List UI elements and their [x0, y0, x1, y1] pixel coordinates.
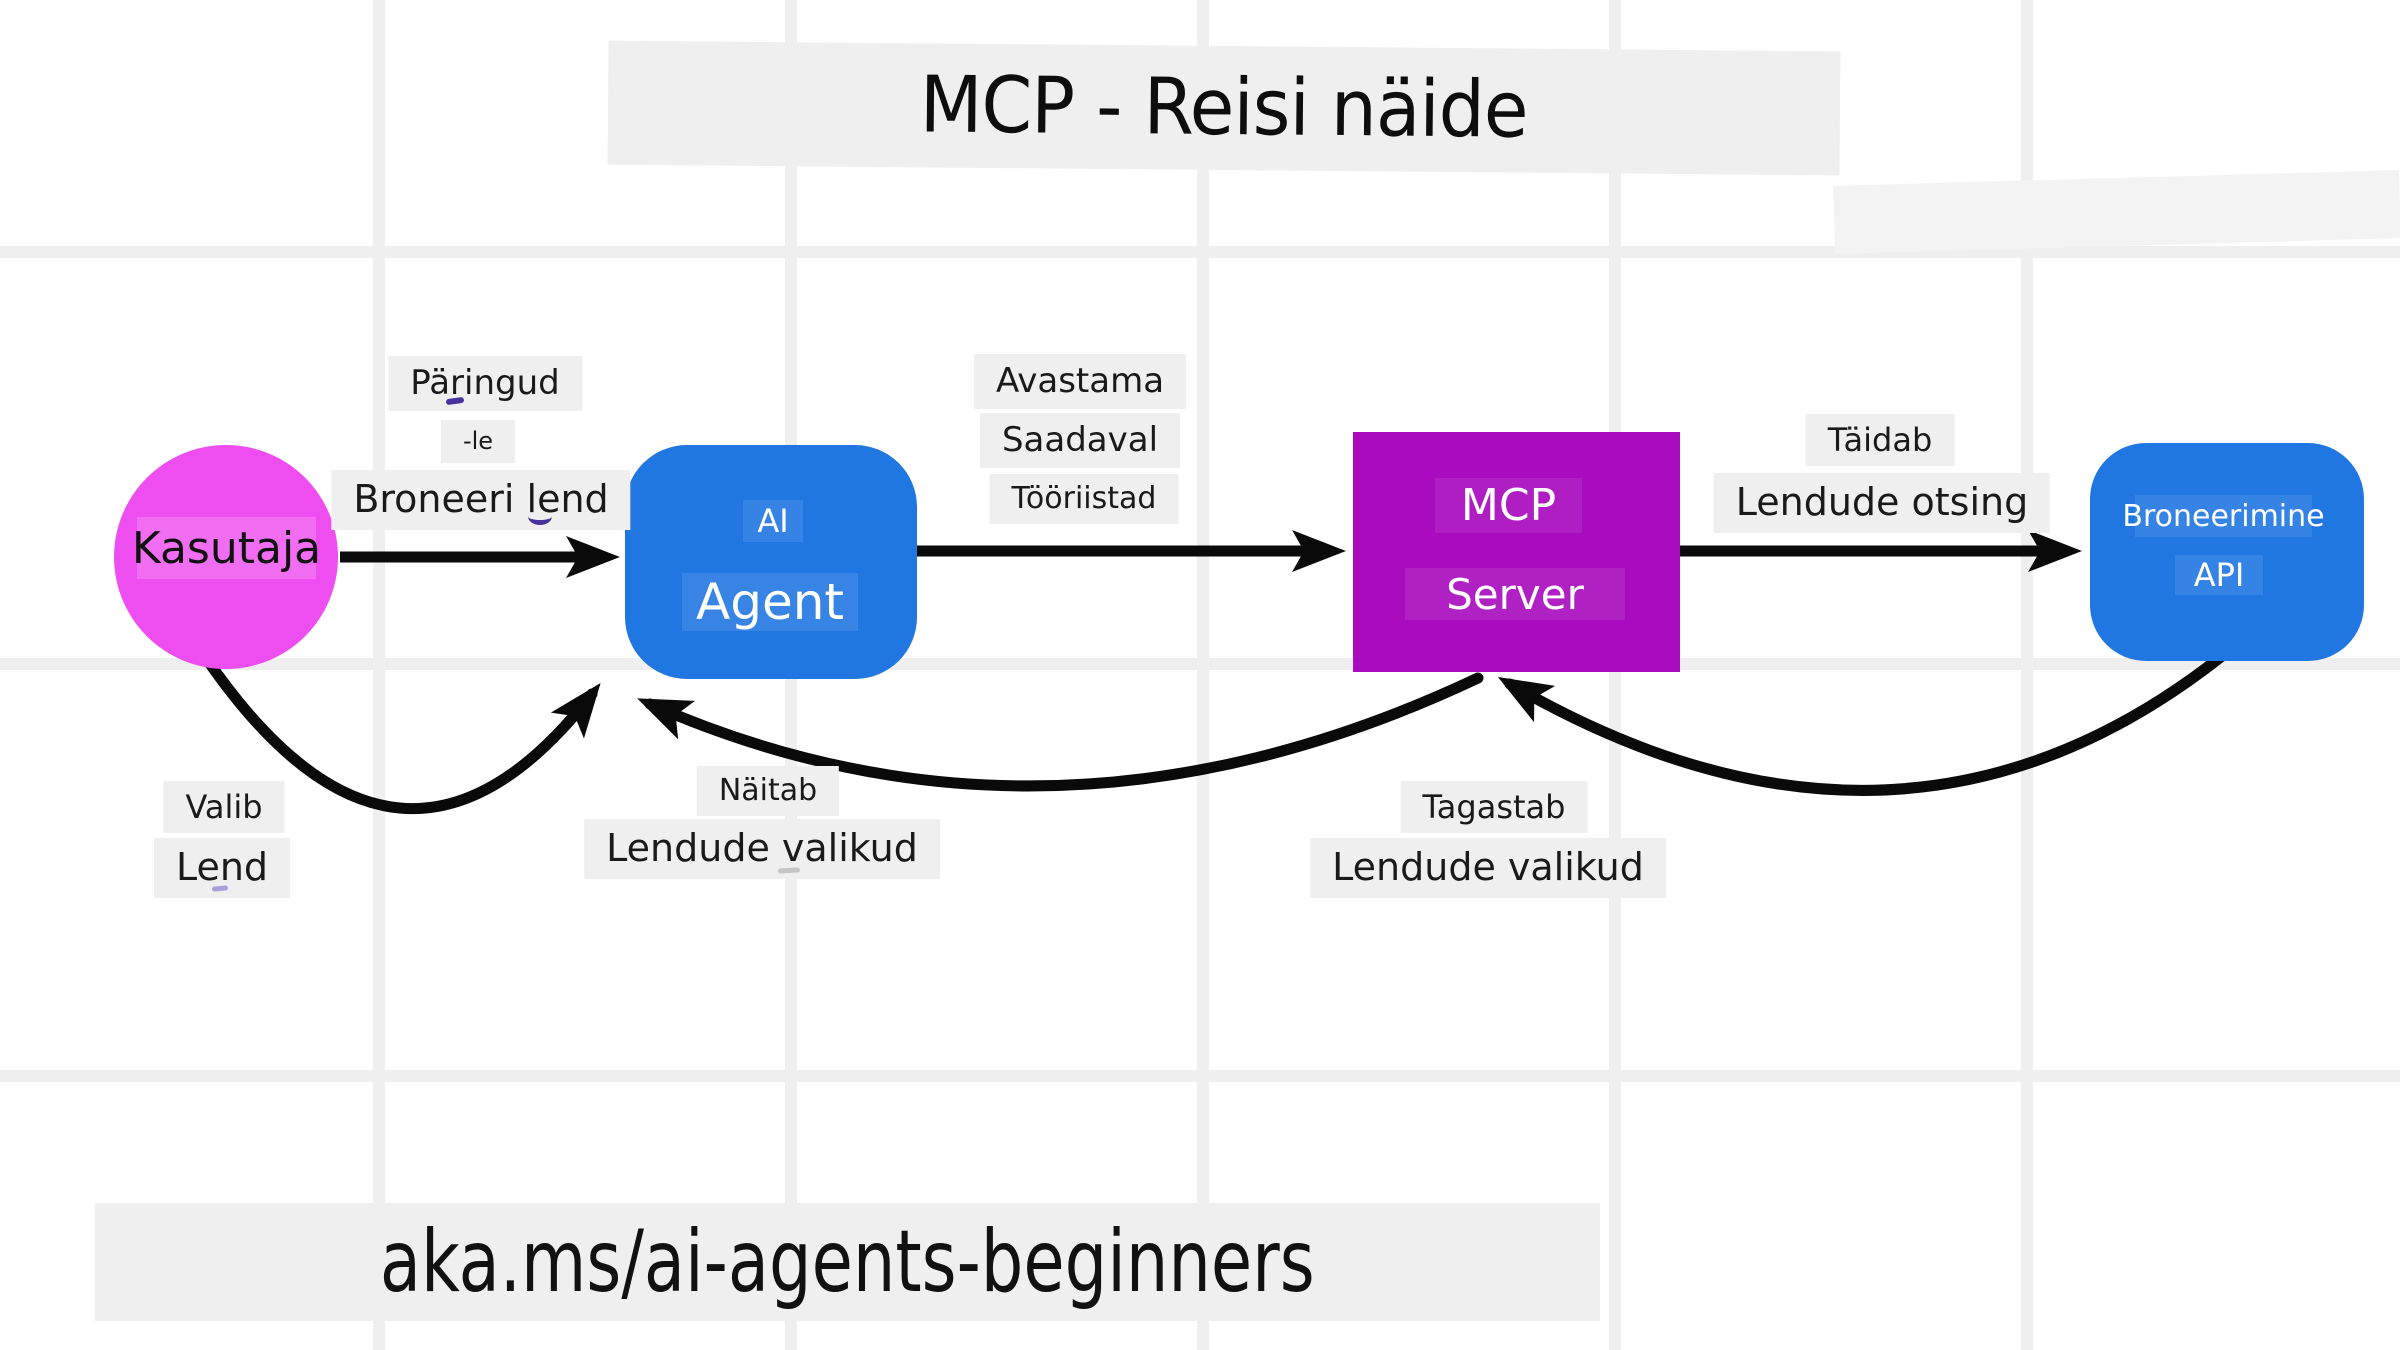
node-mcp-server-line1: MCP: [1435, 478, 1582, 533]
edge-label-tagastab: Tagastab: [1400, 781, 1588, 834]
arrow-mcp-return-curve: [637, 672, 1484, 792]
edge-label-avastama: Avastama: [973, 354, 1187, 409]
edge-label-paringud: Päringud: [388, 356, 582, 411]
node-kasutaja: Kasutaja: [114, 445, 338, 669]
edge-label-lendude-otsing: Lendude otsing: [1713, 473, 2051, 533]
footer-link-text: aka.ms/ai-agents-beginners: [380, 1212, 1315, 1312]
node-mcp-server: MCP Server: [1353, 432, 1680, 672]
node-broneerimine-api-line1: Broneerimine: [2122, 495, 2325, 537]
arrow-user-select-curve: [200, 652, 601, 815]
footer-band: aka.ms/ai-agents-beginners: [95, 1203, 1600, 1321]
edge-label-le: -le: [440, 420, 516, 463]
edge-label-lendude-valikud-left: Lendude valikud: [584, 819, 940, 879]
edge-label-lend: Lend: [153, 838, 291, 898]
edge-label-saadaval: Saadaval: [979, 413, 1181, 468]
node-ai-agent-line2: Agent: [682, 573, 858, 631]
node-ai-agent: AI Agent: [625, 445, 917, 679]
arrow-api-return-curve: [1497, 650, 2228, 796]
node-kasutaja-label: Kasutaja: [132, 517, 321, 579]
node-broneerimine-api-line2: API: [2175, 555, 2263, 595]
node-ai-agent-line1: AI: [743, 500, 803, 542]
node-mcp-server-line2: Server: [1405, 568, 1625, 620]
edge-label-taidab: Täidab: [1805, 414, 1955, 467]
edge-label-tooriistad: Tööriistad: [989, 474, 1179, 524]
edge-label-broneeri-lend: Broneeri lend: [331, 470, 631, 530]
ink-mark: [528, 508, 552, 525]
edge-label-valib: Valib: [163, 781, 285, 834]
edge-label-lendude-valikud-right: Lendude valikud: [1310, 838, 1666, 898]
edge-label-naitab: Näitab: [696, 766, 840, 816]
node-broneerimine-api: Broneerimine API: [2090, 443, 2364, 661]
